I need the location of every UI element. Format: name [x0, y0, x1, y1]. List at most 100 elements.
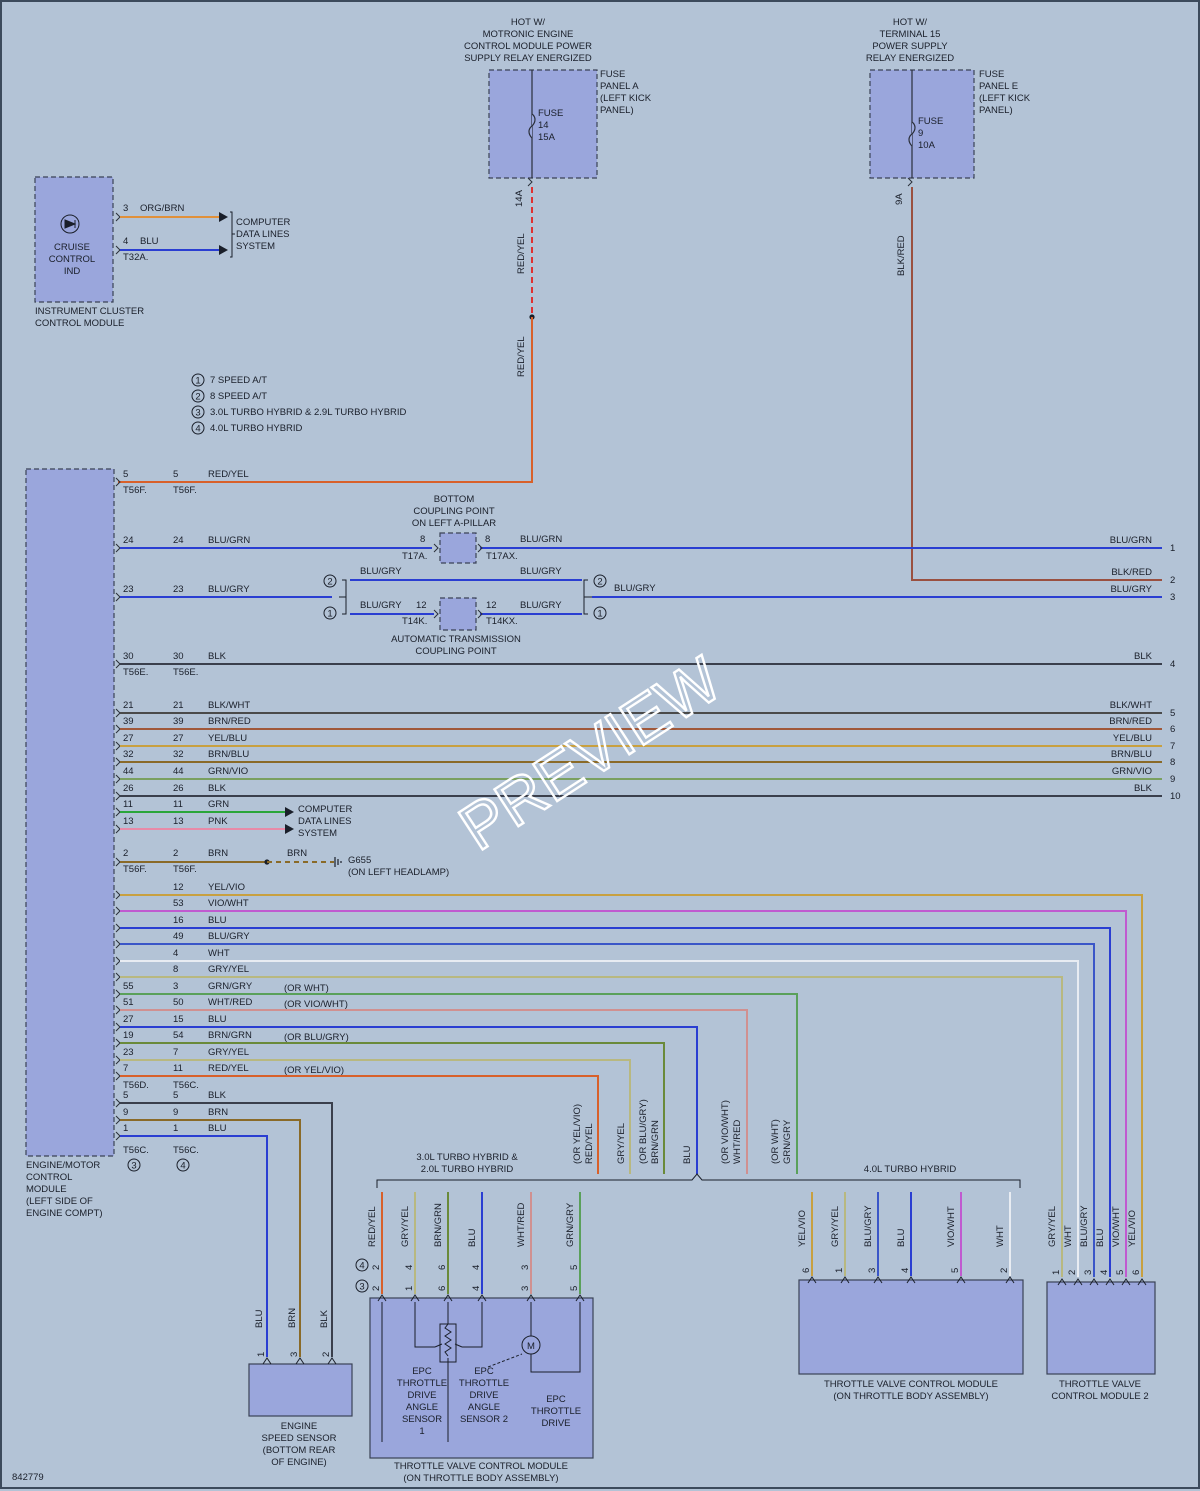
wire-color: BRN — [208, 848, 228, 859]
connector-chevron — [115, 1005, 121, 1015]
wire-color: YEL/VIO — [1127, 1210, 1138, 1247]
vertical-alt-color: (OR WHT) — [770, 1119, 781, 1164]
note-circle — [127, 1158, 141, 1172]
connector-chevron — [477, 543, 483, 553]
connector-chevron — [115, 1071, 121, 1081]
wire-color: BLU/GRY — [360, 600, 402, 611]
end-number: 9 — [1170, 774, 1175, 785]
connector-chevron — [477, 609, 483, 619]
pin-number: 54 — [173, 1030, 184, 1041]
fuse-panel-label: PANEL A — [600, 81, 639, 92]
pin-number: 30 — [173, 651, 184, 662]
wire-color: BLU — [208, 915, 227, 926]
pin-number: 5 — [123, 469, 128, 480]
wire-color: GRY/YEL — [208, 1047, 249, 1058]
wire-color: BLU — [467, 1228, 478, 1247]
fuse-panel-label: (LEFT KICK — [979, 93, 1031, 104]
ecm-name: ENGINE/MOTOR — [26, 1160, 100, 1171]
pin-arrow-icon — [873, 1276, 883, 1284]
end-wire-color: BRN/BLU — [1111, 749, 1152, 760]
wire-color: GRY/YEL — [830, 1206, 841, 1247]
pin-number: 50 — [173, 997, 184, 1008]
connector-chevron — [115, 724, 121, 734]
connector-chevron — [115, 477, 121, 487]
connector-id: T56F. — [123, 864, 147, 875]
pin-number: 1 — [404, 1286, 415, 1291]
throttle-wire — [120, 1009, 748, 1174]
wire-color: BLK — [208, 783, 227, 794]
pin-number: 11 — [173, 1063, 183, 1074]
pin-number: 9 — [123, 1107, 128, 1118]
note-number: 3 — [131, 1161, 136, 1172]
note-circle — [191, 389, 205, 403]
sensor-name: SPEED SENSOR — [262, 1433, 337, 1444]
pin-number: 39 — [123, 716, 134, 727]
connector-id: T56D. — [123, 1080, 149, 1091]
sensor-label: SENSOR 2 — [460, 1414, 508, 1425]
wire-color: BRN/GRN — [208, 1030, 252, 1041]
vertical-alt-color: (OR BLU/GRY) — [638, 1099, 649, 1164]
end-wire-color: BLU/GRN — [1110, 535, 1152, 546]
pin-number: 1 — [256, 1352, 267, 1357]
wire-color: BLU — [254, 1309, 265, 1328]
note-text: 7 SPEED A/T — [210, 375, 267, 386]
connector-chevron — [115, 956, 121, 966]
pin-number: 23 — [123, 1047, 134, 1058]
wire-color: BLK/RED — [896, 235, 907, 276]
note-circle — [355, 1279, 369, 1293]
fuse-label: FUSE — [538, 108, 563, 119]
wire-color: RED/YEL — [208, 1063, 249, 1074]
fuse-icon — [908, 121, 916, 147]
arrow-icon — [285, 824, 294, 834]
sensor-label: SENSOR — [402, 1414, 442, 1425]
note-circle — [323, 574, 337, 588]
connector-chevron — [115, 1055, 121, 1065]
pin-number: 3 — [289, 1352, 300, 1357]
connector-chevron — [115, 923, 121, 933]
wire-color: WHT/RED — [516, 1203, 527, 1247]
arrow-icon — [285, 807, 294, 817]
wire-color: VIO/WHT — [208, 898, 249, 909]
note-number: 1 — [327, 609, 332, 620]
connector-chevron — [115, 1115, 121, 1125]
cruise-label: CONTROL — [49, 254, 95, 265]
wire-color: YEL/VIO — [208, 882, 245, 893]
pin-arrow-icon — [906, 1276, 916, 1284]
connector-chevron — [115, 791, 121, 801]
hot-label: POWER SUPPLY — [872, 41, 948, 52]
arrow-icon — [219, 245, 228, 255]
pin-number: 23 — [173, 584, 184, 595]
alt-color: (OR VIO/WHT) — [284, 999, 348, 1010]
end-wire-color: BLU/GRY — [1110, 584, 1152, 595]
fuse-panel-e — [869, 69, 975, 179]
red-yel-wire — [118, 317, 533, 483]
fuse-panel-label: FUSE — [979, 69, 1004, 80]
diagram-id: 842779 — [12, 1472, 44, 1483]
throttle-wire — [120, 1075, 599, 1174]
pin-number: 26 — [173, 783, 184, 794]
resistor-icon — [444, 1323, 452, 1357]
drive-label: THROTTLE — [531, 1406, 581, 1417]
pin-number: 26 — [123, 783, 134, 794]
connector-chevron — [115, 1038, 121, 1048]
connector-chevron — [115, 543, 121, 553]
fuse-label: 10A — [918, 140, 936, 151]
wire-color: WHT/RED — [208, 997, 252, 1008]
pin-arrow-icon — [575, 1294, 585, 1302]
wire-color: GRY/YEL — [400, 1206, 411, 1247]
pin-number: 3 — [1083, 1270, 1094, 1275]
pin-number: 8 — [173, 964, 178, 975]
note-number: 1 — [195, 376, 200, 387]
wire-color: BLU/GRY — [208, 931, 250, 942]
sensor-name: OF ENGINE) — [271, 1457, 326, 1468]
wire-color: RED/YEL — [516, 336, 527, 377]
connector-id: T56F. — [173, 864, 197, 875]
arrow-icon — [219, 212, 228, 222]
hot-label: MOTRONIC ENGINE — [483, 29, 574, 40]
pin-number: 23 — [123, 584, 134, 595]
module-name: THROTTLE VALVE CONTROL MODULE — [824, 1379, 998, 1390]
connector-chevron — [115, 212, 121, 222]
connector-chevron — [115, 774, 121, 784]
pin-number: 5 — [173, 469, 178, 480]
connector-id: T56C. — [173, 1080, 199, 1091]
